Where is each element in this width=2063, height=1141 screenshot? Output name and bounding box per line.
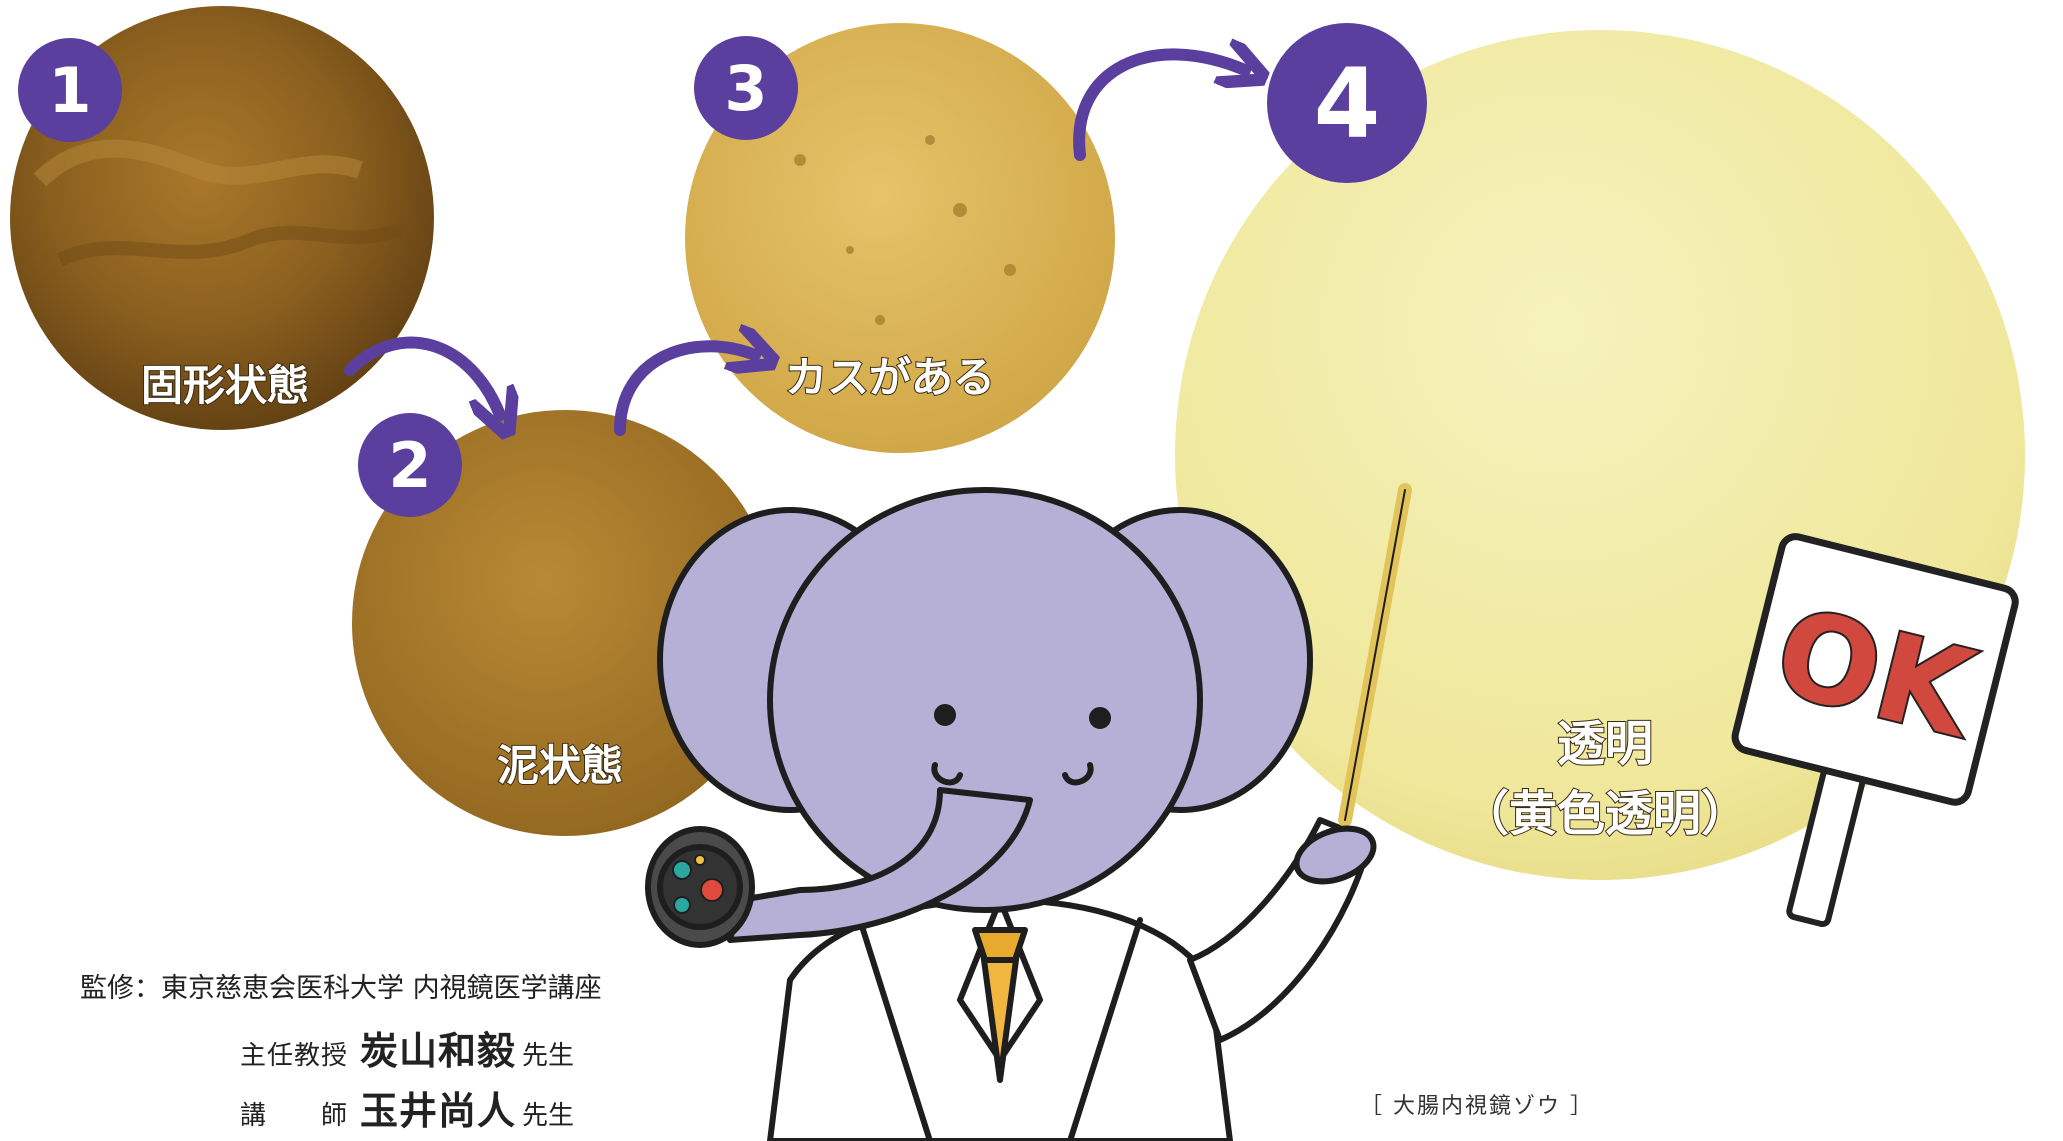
credit-role: 講 師 xyxy=(240,1101,349,1131)
credit-name: 玉井尚人 xyxy=(360,1089,517,1133)
step-2-label: 泥状態 xyxy=(497,741,623,790)
svg-text:2: 2 xyxy=(388,429,431,502)
arrow-1-to-2-icon xyxy=(344,336,500,415)
credit-row-professor: 主任教授 炭山和毅 先生 xyxy=(240,1020,574,1075)
arrow-3-to-4-icon xyxy=(1073,54,1245,161)
credit-honorific: 先生 xyxy=(522,1101,575,1131)
credit-name: 炭山和毅 xyxy=(360,1029,517,1073)
step-4-label-line2: （黄色透明） xyxy=(1461,786,1749,842)
elephant-doctor-icon xyxy=(645,483,1412,1141)
mascot-caption: ［ 大腸内視鏡ゾウ ］ xyxy=(1360,1094,1594,1119)
svg-text:1: 1 xyxy=(48,54,91,127)
step-4-label-line1: 透明 xyxy=(1557,716,1653,772)
svg-text:3: 3 xyxy=(724,52,767,125)
supervision-credit: 監修：東京慈恵会医科大学 内視鏡医学講座 xyxy=(80,973,602,1004)
step-3-label: カスがある xyxy=(785,353,995,402)
credit-role: 主任教授 xyxy=(240,1041,349,1071)
step-4-number-badge: 4 xyxy=(1267,23,1427,183)
step-3-number-badge: 3 xyxy=(694,36,798,140)
svg-text:4: 4 xyxy=(1314,48,1381,160)
arrow-2-to-3-icon xyxy=(614,346,755,436)
step-2-number-badge: 2 xyxy=(358,413,462,517)
credit-row-lecturer: 講 師 玉井尚人 先生 xyxy=(240,1080,574,1135)
step-1-label: 固形状態 xyxy=(141,361,309,410)
step-1-number-badge: 1 xyxy=(18,38,122,142)
ok-sign: OK xyxy=(1731,533,2019,928)
credit-honorific: 先生 xyxy=(522,1041,575,1071)
step-3-photo: カスがある xyxy=(685,23,1115,453)
